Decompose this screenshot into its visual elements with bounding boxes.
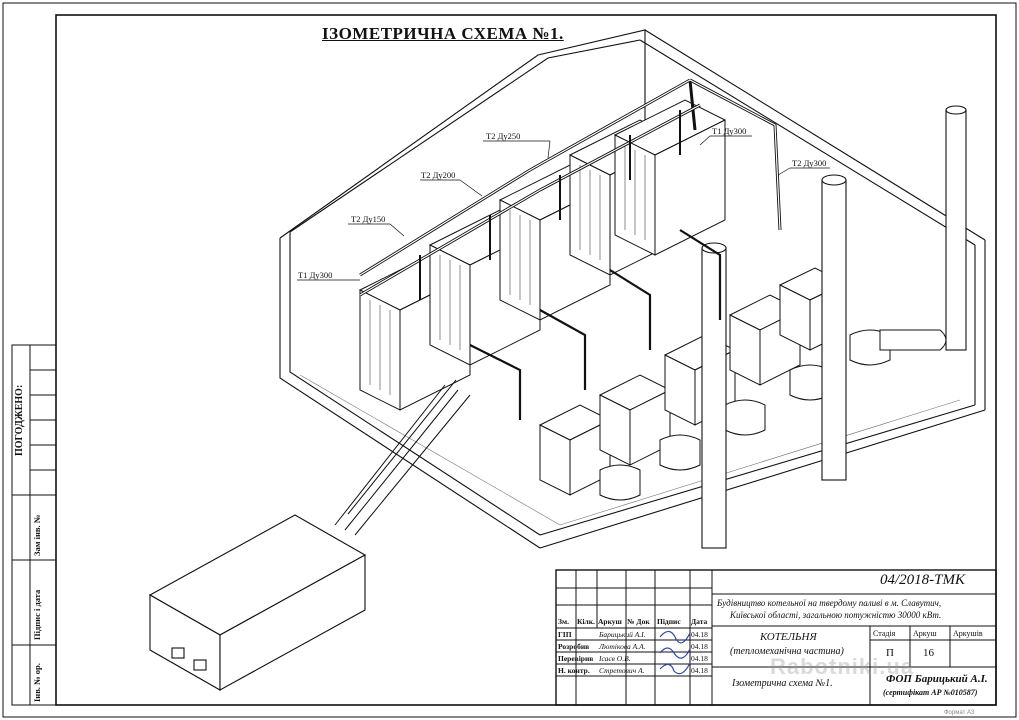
pipe-label-t2-du150: Т2 Ду150	[351, 214, 386, 224]
room-walls	[279, 29, 986, 549]
header-zm: Зм.	[558, 617, 569, 626]
side-stamp-table	[11, 344, 57, 706]
company-name: ФОП Барицький А.І.	[886, 673, 988, 685]
signature-mark	[659, 630, 691, 644]
watermark: Rabotniki.ua	[770, 654, 915, 679]
side-stamp-agreed: ПОГОДЖЕНО:	[14, 384, 25, 456]
pipe-label-t2-du300: Т2 Ду300	[792, 158, 827, 168]
object-name: КОТЕЛЬНЯ	[760, 631, 817, 643]
name-norm-control: Стретович А.	[599, 666, 645, 675]
role-checker: Перевірив	[558, 654, 594, 663]
stage-label: Стадія	[873, 629, 896, 638]
pipe-label-t1-du300-right: Т1 Ду300	[712, 126, 747, 136]
name-developer: Лютікова А.А.	[599, 642, 646, 651]
header-pidpys: Підпис	[657, 617, 681, 626]
fuel-conveyor	[334, 379, 471, 536]
signature-mark	[659, 647, 691, 659]
return-pipes	[469, 229, 722, 420]
side-stamp-signature-date: Підпис і дата	[32, 589, 42, 640]
signatures	[659, 630, 691, 675]
object-subtitle: (тепломеханічна частина)	[730, 646, 844, 657]
date-norm-control: 04.18	[691, 666, 708, 675]
pipe-drops	[419, 110, 681, 300]
name-checker: Ісаєв О.В.	[599, 654, 631, 663]
stage-value: П	[886, 647, 894, 659]
leader-lines	[297, 135, 830, 281]
boiler-details	[369, 145, 646, 395]
header-kilk: Кілк.	[577, 617, 595, 626]
company-certificate: (сертифікат АР №010587)	[883, 688, 978, 697]
date-checker: 04.18	[691, 654, 708, 663]
date-developer: 04.18	[691, 642, 708, 651]
role-norm-control: Н. контр.	[558, 666, 590, 675]
sheet-label: Аркуш	[913, 629, 937, 638]
sheet-name: Ізометрична схема №1.	[732, 678, 833, 689]
document-code: 04/2018-ТМК	[880, 572, 965, 588]
side-stamp-replaced-inv: Зам інв. №	[32, 514, 42, 556]
role-developer: Розробив	[558, 642, 590, 651]
pipe-label-t2-du250: Т2 Ду250	[486, 131, 521, 141]
floor-lines	[299, 374, 961, 526]
project-description-line-1: Будівництво котельної на твердому паливі…	[717, 598, 942, 608]
project-description-line-2: Київської області, загальною потужністю …	[730, 610, 942, 620]
drawing-title: ІЗОМЕТРИЧНА СХЕМА №1.	[322, 24, 564, 43]
sheet-value: 16	[923, 647, 934, 659]
name-gip: Барицький А.І.	[599, 630, 646, 639]
side-stamp-inv-orig: Інв. № ор.	[32, 663, 42, 702]
date-gip: 04.18	[691, 630, 708, 639]
fuel-storage	[148, 514, 367, 691]
header-arkush: Аркуш	[598, 617, 622, 626]
header-ndok: № Док	[627, 617, 650, 626]
sheets-label: Аркушів	[953, 629, 983, 638]
header-data: Дата	[691, 617, 708, 626]
title-block-grid	[555, 569, 997, 706]
format-note: Формат А3	[944, 710, 975, 716]
pipe-label-t1-du300-left: Т1 Ду300	[298, 270, 333, 280]
role-gip: ГІП	[558, 630, 572, 639]
chimneys	[701, 105, 967, 549]
signature-mark	[659, 662, 691, 675]
pipe-label-t2-du200: Т2 Ду200	[421, 170, 456, 180]
